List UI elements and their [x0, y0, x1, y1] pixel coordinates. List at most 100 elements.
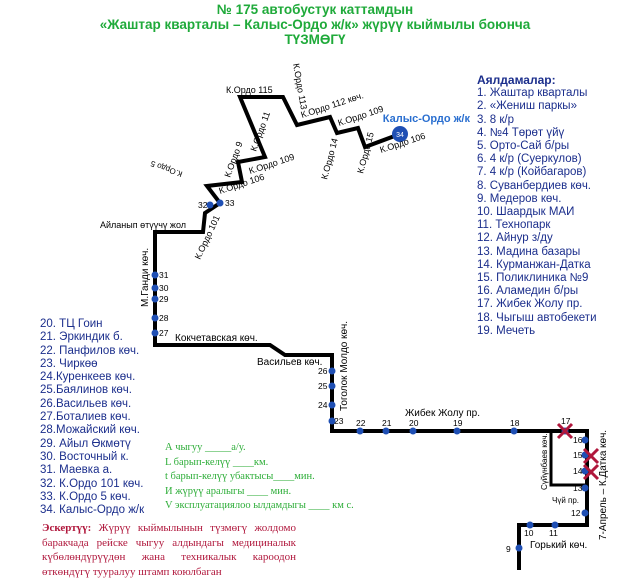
- stop-list-item: 15. Поликлиника №9: [477, 272, 589, 285]
- stop-marker: [382, 427, 390, 435]
- street-label: 7-Апрель – К.Датка көч.: [598, 430, 609, 540]
- stop-marker: [453, 427, 461, 435]
- stop-marker: [151, 284, 159, 292]
- stop-list-item: 32. К.Ордо 101 көч.: [40, 477, 144, 490]
- stop-list-item: 22. Панфилов көч.: [40, 344, 140, 357]
- stop-marker: [356, 427, 364, 435]
- stop-list-item: 2. «Жениш паркы»: [477, 100, 577, 113]
- terminal-label: Калыс-Ордо ж/к: [383, 113, 471, 125]
- stop-list-item: 25.Баялинов көч.: [40, 384, 132, 397]
- stop-number: 27: [159, 328, 169, 338]
- stop-list-item: 21. Эркиндик б.: [40, 331, 123, 344]
- stop-marker: [328, 401, 336, 409]
- stop-list-item: 34. Калыс-Ордо ж/к: [40, 504, 145, 517]
- stop-number: 26: [318, 366, 328, 376]
- note: Эскертүү: Жүрүү кыймылынын түзмөгү жолдо…: [42, 521, 296, 579]
- stop-number: 31: [159, 270, 169, 280]
- stop-marker: [216, 199, 224, 207]
- street-label: Васильев көч.: [257, 357, 322, 368]
- stop-marker: [581, 436, 589, 444]
- street-label: Кокчетавская көч.: [175, 333, 258, 344]
- stop-marker: [581, 509, 589, 517]
- param-vehicles: А чыгуу _____а/у.: [165, 442, 246, 453]
- stop-list-item: 28.Можайский көч.: [40, 424, 140, 437]
- stop-list-item: 31. Маевка а.: [40, 464, 113, 477]
- stop-marker: [515, 544, 523, 552]
- stop-list-item: 26.Васильев көч.: [40, 397, 132, 410]
- stop-list-item: 12. Айнур з/ду: [477, 232, 553, 245]
- stop-marker: [328, 417, 336, 425]
- street-label: Сүйүнбаев көч.: [540, 433, 549, 490]
- stop-list-item: 18. Чыгыш автобекети: [477, 311, 597, 324]
- stop-number: 15: [573, 450, 583, 460]
- closed-stop-15-icon: [582, 447, 600, 465]
- stop-list-item: 5. Орто-Сай б/ры: [477, 140, 570, 153]
- stop-list-item: 16. Аламедин б/ры: [477, 285, 579, 298]
- stop-marker: [206, 201, 214, 209]
- street-label: К.Ордо 109: [248, 152, 296, 176]
- stop-list-item: 9. Медеров көч.: [477, 192, 562, 205]
- stop-number: 30: [159, 283, 169, 293]
- stop-marker: [510, 427, 518, 435]
- stop-marker: [328, 367, 336, 375]
- stop-marker: [151, 295, 159, 303]
- stop-list-item: 24.Куренкеев көч.: [40, 371, 136, 384]
- stop-number: 22: [356, 418, 366, 428]
- street-label: К.Ордо 113: [291, 63, 309, 111]
- stop-number: 33: [225, 198, 235, 208]
- terminal-marker: [392, 126, 408, 142]
- stop-number: 11: [549, 528, 558, 538]
- street-label: К.Ордо 109: [337, 104, 385, 128]
- street-label: Жибек Жолу пр.: [405, 407, 480, 419]
- param-interval: И жүрүү аралыгы ____ мин.: [165, 485, 292, 497]
- stops-legend-title: Аялдамалар:: [477, 73, 556, 87]
- stop-list-item: 3. 8 к/р: [477, 113, 514, 126]
- street-label: К.Ордо 101: [193, 214, 222, 261]
- stop-number: 24: [318, 400, 328, 410]
- note-label: Эскертүү:: [42, 522, 92, 534]
- stop-list-item: 10. Шаардык МАИ: [477, 206, 575, 219]
- stop-number: 12: [571, 508, 581, 518]
- closed-stop-14-icon: [582, 463, 600, 481]
- stop-number: 20: [409, 418, 419, 428]
- stop-list-item: 14. Курманжан-Датка: [477, 258, 591, 271]
- stop-marker: [151, 314, 159, 322]
- stop-number: 13: [573, 483, 583, 493]
- stop-marker: [151, 271, 159, 279]
- stop-list-item: 8. Суванбердиев көч.: [477, 179, 592, 192]
- title-line-2: «Жаштар кварталы – Калыс-Ордо ж/к» жүрүү…: [99, 17, 531, 32]
- street-label: К.Ордо 115: [226, 85, 273, 95]
- stop-marker: [409, 427, 417, 435]
- stop-list-item: 20. ТЦ Гоин: [40, 318, 103, 330]
- street-label: Айланып өтүүчү жол: [100, 220, 186, 230]
- stop-marker: [551, 521, 559, 529]
- param-speed: V эксплуатациялоо ылдамдыгы ____ км с.: [165, 500, 354, 511]
- stop-number: 10: [524, 528, 534, 538]
- stop-list-item: 13. Мадина базары: [477, 245, 581, 258]
- stop-number: 9: [506, 544, 511, 554]
- street-label: К.Ордо 5: [149, 159, 184, 179]
- title-line-1: № 175 автобустук каттамдын: [216, 2, 414, 17]
- param-length: L барып-келүү ____км.: [165, 456, 269, 468]
- closed-stop-17-icon: [556, 422, 574, 440]
- street-label: Чүй пр.: [552, 496, 579, 505]
- stop-list-item: 33. К.Ордо 5 көч.: [40, 490, 131, 503]
- closed-stops: [556, 422, 600, 481]
- stop-number: 34: [396, 132, 404, 139]
- stop-list-item: 4. №4 Төрөт үйү: [477, 126, 565, 139]
- stop-list-item: 30. Восточный к.: [40, 450, 129, 463]
- street-label: Горький көч.: [530, 540, 587, 551]
- street-label: Тоголок Молдо көч.: [339, 321, 350, 411]
- stop-list-item: 23. Чиркөө: [40, 357, 98, 370]
- stop-number: 25: [318, 381, 328, 391]
- stop-number: 17: [561, 416, 571, 426]
- stop-number: 32: [198, 200, 208, 210]
- stop-list-item: 19. Мечеть: [477, 324, 536, 337]
- stop-list-item: 29. Айыл Өкмөтү: [40, 437, 131, 450]
- param-time: t барып-келүү убактысы____мин.: [165, 471, 315, 482]
- street-label: К.Ордо 14: [319, 137, 340, 180]
- stop-marker: [581, 484, 589, 492]
